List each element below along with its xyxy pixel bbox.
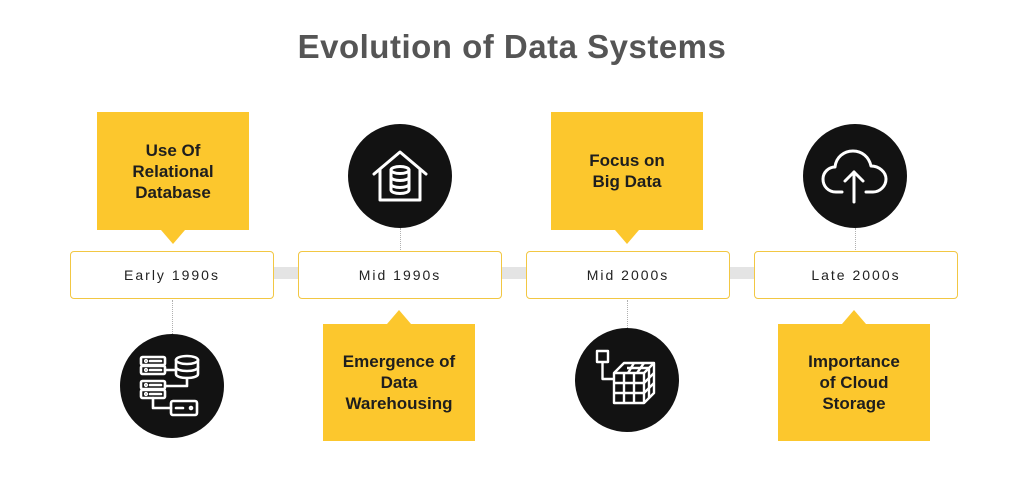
period-mid-2000s: Mid 2000s <box>526 251 730 299</box>
period-label: Mid 2000s <box>586 267 670 283</box>
callout-label: Importance of Cloud Storage <box>808 352 900 413</box>
callout-big-data: Focus on Big Data <box>551 112 703 244</box>
database-network-icon <box>120 334 224 438</box>
cloud-upload-icon <box>803 124 907 228</box>
timeline-track <box>74 267 954 279</box>
callout-cloud-storage: Importance of Cloud Storage <box>778 310 930 441</box>
data-warehouse-icon <box>348 124 452 228</box>
connector-line <box>172 300 173 334</box>
callout-data-warehousing: Emergence of Data Warehousing <box>323 310 475 441</box>
page-title: Evolution of Data Systems <box>297 28 727 65</box>
period-label: Early 1990s <box>124 267 220 283</box>
connector-line <box>400 228 401 250</box>
connector-line <box>627 300 628 328</box>
period-label: Mid 1990s <box>358 267 442 283</box>
period-label: Late 2000s <box>811 267 901 283</box>
callout-label: Use Of Relational Database <box>132 140 214 202</box>
period-mid-1990s: Mid 1990s <box>298 251 502 299</box>
connector-line <box>855 228 856 250</box>
period-late-2000s: Late 2000s <box>754 251 958 299</box>
period-early-1990s: Early 1990s <box>70 251 274 299</box>
callout-label: Emergence of Data Warehousing <box>342 352 456 413</box>
data-cube-icon <box>575 328 679 432</box>
callout-label: Focus on Big Data <box>589 151 665 191</box>
callout-relational-database: Use Of Relational Database <box>97 112 249 244</box>
